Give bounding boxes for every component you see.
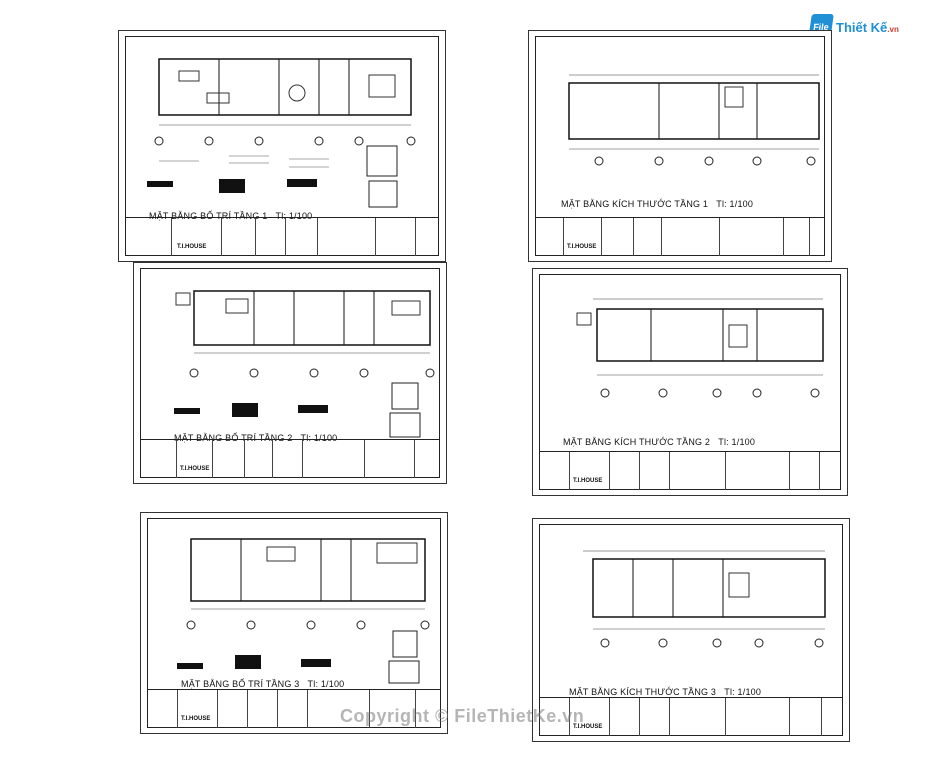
copyright-watermark: Copyright © FileThietKe.vn	[340, 706, 585, 726]
sheet-title: MẶT BẰNG KÍCH THƯỚC TẦNG 2 Tl: 1/100	[563, 437, 756, 447]
brand-name: T.I.HOUSE	[180, 466, 210, 472]
title-block: T.I.HOUSE	[539, 697, 843, 736]
sheet-dimension-floor-1[interactable]: MẶT BẰNG KÍCH THƯỚC TẦNG 1 Tl: 1/100 T.I…	[528, 30, 832, 262]
title-block: T.I.HOUSE	[539, 451, 841, 490]
sheet-title: MẶT BẰNG BỐ TRÍ TẦNG 3 Tl: 1/100	[181, 679, 345, 689]
floor-plan-drawing	[174, 290, 435, 438]
sheet-frame	[539, 524, 843, 736]
sheet-frame	[539, 274, 841, 490]
title-block: T.I.HOUSE	[125, 217, 439, 256]
floor-plan-drawing	[576, 298, 824, 398]
brand-name: T.I.HOUSE	[573, 478, 603, 484]
floor-plan-drawing	[583, 550, 826, 648]
sheet-frame	[125, 36, 439, 256]
sheet-layout-floor-2[interactable]: MẶT BẰNG BỐ TRÍ TẦNG 2 Tl: 1/100 T.I.HOU…	[133, 262, 447, 484]
brand-name: T.I.HOUSE	[181, 716, 211, 722]
brand-name: T.I.HOUSE	[567, 244, 597, 250]
floor-plan-drawing	[177, 538, 430, 684]
sheet-title: MẶT BẰNG BỐ TRÍ TẦNG 2 Tl: 1/100	[174, 433, 338, 443]
brand-name: T.I.HOUSE	[177, 244, 207, 250]
sheet-dimension-floor-3[interactable]: MẶT BẰNG KÍCH THƯỚC TẦNG 3 Tl: 1/100 T.I…	[532, 518, 850, 742]
brand-name: T.I.HOUSE	[573, 724, 603, 730]
sheet-dimension-floor-2[interactable]: MẶT BẰNG KÍCH THƯỚC TẦNG 2 Tl: 1/100 T.I…	[532, 268, 848, 496]
title-block: T.I.HOUSE	[147, 689, 441, 728]
sheet-title: MẶT BẰNG BỐ TRÍ TẦNG 1 Tl: 1/100	[149, 211, 313, 221]
title-block: T.I.HOUSE	[140, 439, 440, 478]
sheet-title: MẶT BẰNG KÍCH THƯỚC TẦNG 3 Tl: 1/100	[569, 687, 762, 697]
sheet-frame	[147, 518, 441, 728]
sheet-title: MẶT BẰNG KÍCH THƯỚC TẦNG 1 Tl: 1/100	[561, 199, 754, 209]
floor-plan-drawing	[147, 58, 416, 208]
sheet-layout-floor-3[interactable]: MẶT BẰNG BỐ TRÍ TẦNG 3 Tl: 1/100 T.I.HOU…	[140, 512, 448, 734]
floor-plan-drawing	[568, 74, 820, 166]
sheet-frame	[140, 268, 440, 478]
sheet-layout-floor-1[interactable]: MẶT BẰNG BỐ TRÍ TẦNG 1 Tl: 1/100 T.I.HOU…	[118, 30, 446, 262]
sheet-frame	[535, 36, 825, 256]
logo-name: Thiết Kế	[836, 19, 888, 35]
title-block: T.I.HOUSE	[535, 217, 825, 256]
site-logo[interactable]: File Thiết Kế.vn	[808, 12, 899, 42]
logo-domain: .vn	[887, 24, 899, 34]
